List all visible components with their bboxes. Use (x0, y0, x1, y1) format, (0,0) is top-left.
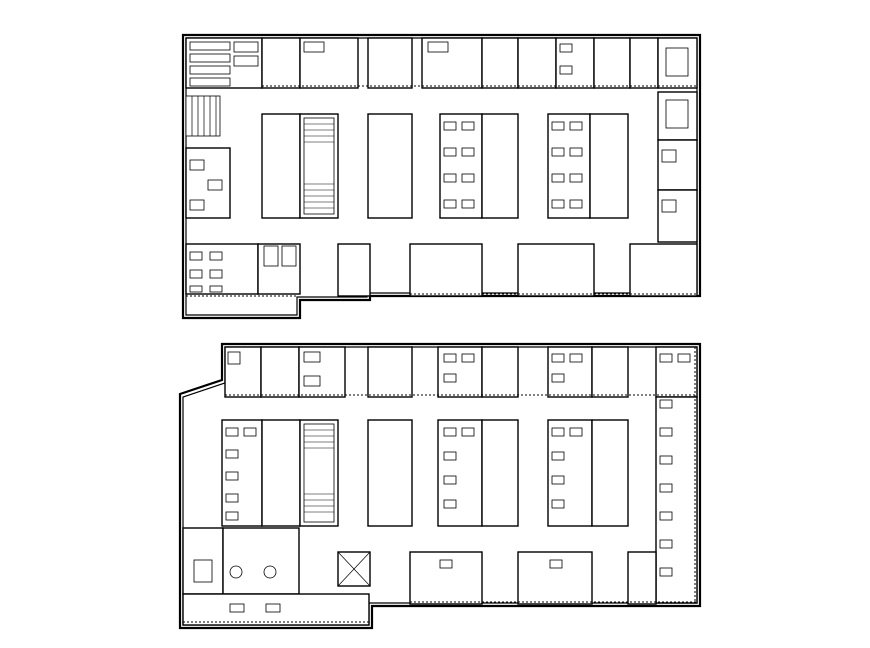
upper-conference-table (665, 47, 689, 129)
lower-meeting-table (193, 559, 277, 583)
upper-toilets (263, 41, 677, 267)
lower-exterior-wall (178, 342, 702, 630)
upper-middle-rooms (185, 91, 698, 243)
lower-top-rooms (224, 346, 698, 398)
upper-floor-plan (181, 33, 702, 320)
lower-stairs (303, 423, 335, 523)
upper-exterior-wall (181, 33, 702, 320)
upper-library-shelves (185, 41, 259, 137)
upper-glazing (186, 85, 697, 297)
upper-stairs (303, 117, 335, 215)
lower-floor-plan (178, 342, 702, 630)
lower-bottom-rooms (182, 527, 657, 626)
upper-bottom-rooms (185, 243, 698, 297)
lower-desks (225, 353, 691, 613)
lower-toilets (227, 351, 321, 387)
upper-top-rooms (185, 37, 698, 89)
upper-desks (189, 43, 583, 293)
lower-glazing (183, 347, 697, 623)
lower-middle-rooms (221, 396, 698, 604)
